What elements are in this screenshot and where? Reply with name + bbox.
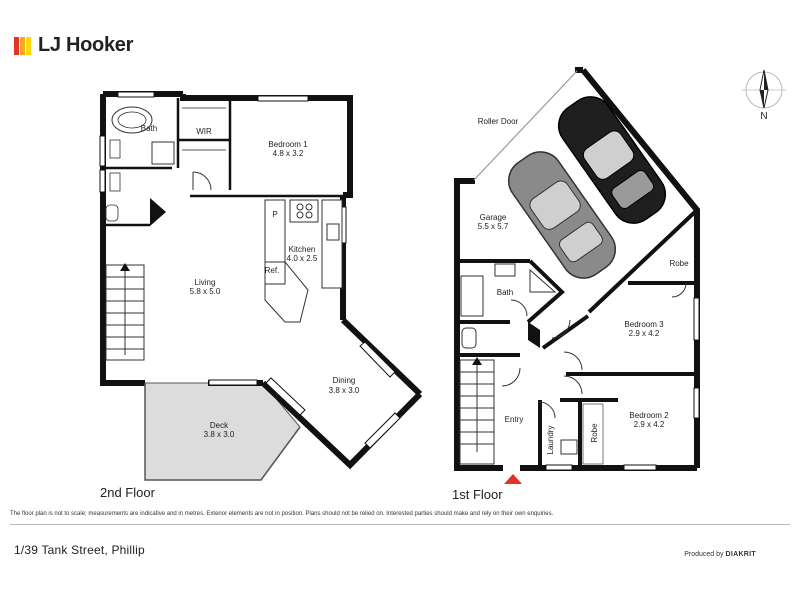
room-living: Living — [195, 278, 216, 287]
compass-north-label: N — [760, 111, 767, 122]
credit-company: DIAKRIT — [725, 551, 756, 558]
logo-mark-icon — [14, 36, 31, 55]
second-floor-windows — [99, 91, 401, 449]
room-garage-dims: 5.5 x 5.7 — [478, 222, 509, 231]
room-bedroom2-dims: 2.9 x 4.2 — [634, 420, 665, 429]
first-floor-windows — [545, 297, 700, 471]
first-floor-interior-walls — [457, 208, 699, 468]
grey-car-icon — [507, 151, 617, 279]
room-kitchen-dims: 4.0 x 2.5 — [287, 254, 318, 263]
black-car-icon — [557, 96, 667, 224]
second-floor-stairs — [105, 264, 145, 361]
roller-door-line — [473, 70, 578, 181]
disclaimer-text: The floor plan is not to scale; measurem… — [10, 511, 554, 517]
room-bath-2f: Bath — [141, 124, 157, 133]
room-bedroom3: Bedroom 3 — [624, 320, 664, 329]
floor-label-1st: 1st Floor — [452, 487, 503, 502]
room-kitchen: Kitchen — [289, 245, 316, 254]
footer-divider — [10, 524, 790, 525]
brand-name: LJ Hooker — [38, 34, 134, 56]
room-robe2: Robe — [590, 423, 599, 443]
room-fridge: Ref. — [265, 266, 280, 275]
room-bedroom1: Bedroom 1 — [268, 140, 308, 149]
room-bedroom2: Bedroom 2 — [629, 411, 669, 420]
room-laundry: Laundry — [546, 426, 555, 455]
room-bedroom3-dims: 2.9 x 4.2 — [629, 329, 660, 338]
entry-marker-icon — [504, 474, 522, 484]
room-deck-dims: 3.8 x 3.0 — [204, 430, 235, 439]
room-living-dims: 5.8 x 5.0 — [190, 287, 221, 296]
room-dining-dims: 3.8 x 3.0 — [329, 386, 360, 395]
room-entry: Entry — [505, 415, 524, 424]
floor-label-2nd: 2nd Floor — [100, 485, 155, 500]
brand-logo: LJ Hooker — [14, 34, 133, 57]
compass-icon: N — [742, 69, 786, 122]
kitchen-counters — [264, 199, 343, 323]
room-bedroom1-dims: 4.8 x 3.2 — [273, 149, 304, 158]
property-address: 1/39 Tank Street, Phillip — [14, 543, 145, 557]
room-pantry: P — [272, 210, 277, 219]
credit-prefix: Produced by — [684, 551, 724, 558]
roller-door-label: Roller Door — [478, 117, 519, 126]
first-floor-stairs — [459, 359, 495, 465]
room-bath-1f: Bath — [497, 288, 513, 297]
room-wir: WIR — [196, 127, 212, 136]
room-garage: Garage — [480, 213, 507, 222]
produced-by-credit: Produced by DIAKRIT — [684, 551, 756, 558]
room-deck: Deck — [210, 421, 229, 430]
second-floor-interior-walls — [103, 98, 343, 227]
room-robe1: Robe — [669, 259, 689, 268]
room-dining: Dining — [333, 376, 356, 385]
